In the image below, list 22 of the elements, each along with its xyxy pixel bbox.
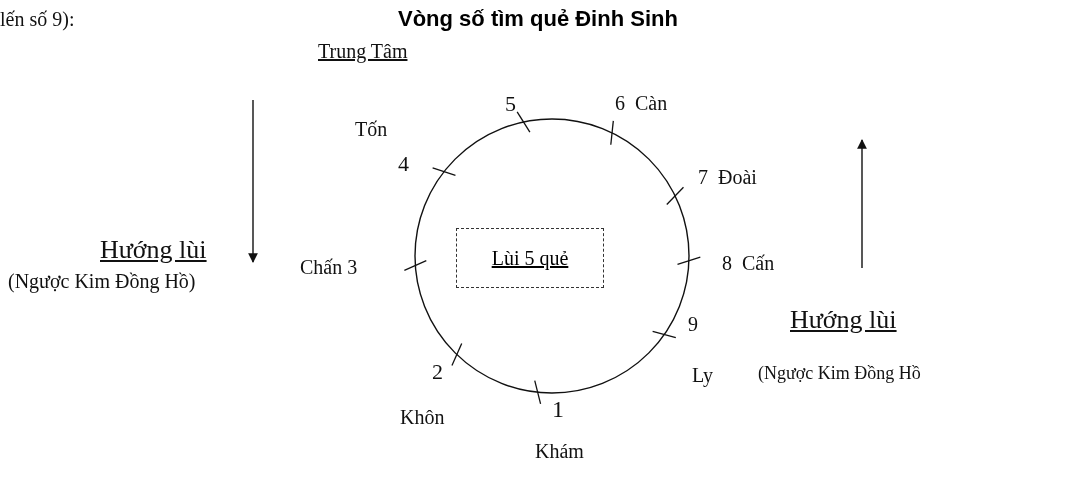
number-label: 4 [398, 152, 409, 177]
box-label: Lùi 5 quẻ [491, 246, 569, 270]
number-label: 5 [505, 92, 516, 117]
direction-label: Hướng lùi [790, 306, 897, 335]
number-label: 9 [688, 313, 698, 335]
trigram-label: Khám [535, 440, 584, 462]
number-label: 2 [432, 360, 443, 385]
trigram-label: Khôn [400, 406, 445, 428]
direction-note: (Ngược Kim Đồng Hồ [758, 364, 921, 384]
trigram-label: Tốn [355, 118, 388, 140]
number-label: 1 [552, 396, 564, 423]
dashed-box [456, 228, 604, 288]
direction-label: Hướng lùi [100, 236, 207, 265]
intro-text: lến số 9): [0, 8, 75, 30]
position-label: 6 Càn [615, 92, 668, 114]
position-label: 7 Đoài [698, 166, 757, 188]
position-label: 8 Cấn [722, 252, 775, 274]
title: Vòng số tìm quẻ Đinh Sinh [398, 6, 678, 32]
heading-label: Trung Tâm [318, 40, 408, 62]
position-label: Chấn 3 [300, 256, 358, 278]
direction-note: (Ngược Kim Đồng Hồ) [8, 270, 196, 292]
trigram-label: Ly [692, 364, 714, 386]
